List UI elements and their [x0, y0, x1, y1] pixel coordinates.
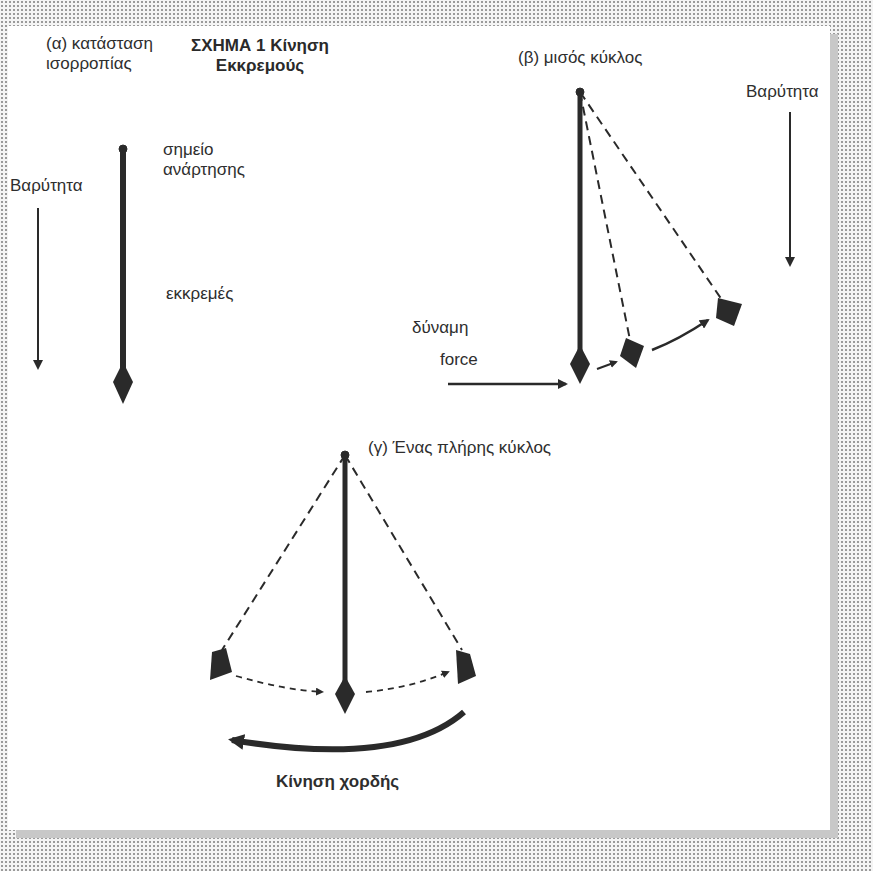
annotation-label: Βαρύτητα — [10, 176, 110, 196]
annotation-label: Κίνηση χορδής — [276, 772, 436, 792]
annotation-label: δύναμη — [412, 318, 512, 338]
annotation-label: (γ) Ένας πλήρης κύκλος — [368, 438, 628, 458]
annotation-label: force — [440, 350, 520, 370]
annotation-label: Βαρύτητα — [746, 82, 846, 102]
annotation-label: (α) κατάσταση ισορροπίας — [46, 34, 171, 75]
figure-title: ΣΧΗΜΑ 1 Κίνηση Εκκρεμούς — [180, 36, 340, 77]
figure-panel — [8, 26, 830, 830]
annotation-label: σημείο ανάρτησης — [163, 140, 283, 181]
annotation-label: (β) μισός κύκλος — [518, 48, 678, 68]
annotation-label: εκκρεμές — [166, 284, 266, 304]
